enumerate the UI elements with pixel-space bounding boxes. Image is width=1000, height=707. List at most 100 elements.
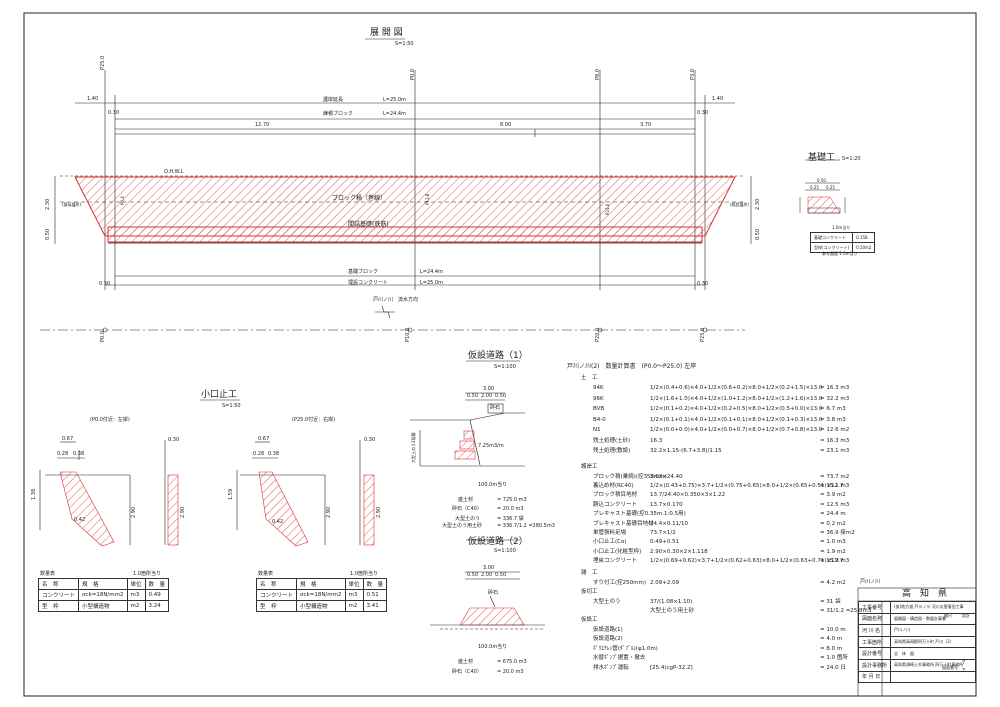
foundation-note: 参考図面 1.0m当り [822, 251, 858, 256]
quantity-formula: 2.09+2.09 [650, 579, 680, 586]
quantity-formula: 1/2×(0.1+0.2)×4.0+1/2×(0.2+0.5)×8.0+1/2×… [650, 406, 823, 412]
foundation-label: 間詰基礎(鉄筋) [348, 221, 389, 228]
quantity-result: = 23.1 m3 [820, 448, 850, 454]
quantity-item: 埋戻コンクリート [593, 558, 638, 565]
quantity-formula: 13.7×0.170 [650, 501, 683, 508]
vertical-label: P24.0 [605, 203, 610, 215]
quantity-formula: 32.2×1.15-(6.7+3.8)/1.15 [650, 448, 722, 454]
foundation-drawing [799, 159, 846, 214]
left-note: (擬似護岸) [62, 202, 82, 207]
small-wall-drawing [39, 399, 375, 547]
quantity-item: 残土処理(敷設) [593, 448, 631, 454]
temp-road1-item: 砕石（C40） [452, 506, 482, 512]
dim-right: 1.40 [712, 96, 724, 102]
station-label: P0.0 [410, 69, 416, 80]
quantity-item: 水替ﾎﾟﾝﾌﾟ据置・撤去 [593, 655, 646, 661]
foundation-hatch [107, 226, 703, 243]
quantity-item: 96K [593, 395, 604, 402]
quantity-item: 胴込コンクリート [593, 501, 638, 508]
quantity-item: B4-0 [593, 416, 606, 423]
dim: 0.42 [272, 519, 284, 525]
quantity-formula: 2.90×0.30×2×1.118 [650, 548, 708, 555]
quantity-result: = 3.8 m3 [820, 416, 846, 423]
elevation-scale: S=1:50 [395, 41, 414, 47]
quantity-result: = 24.0 日 [820, 664, 846, 671]
quantity-result: = 1.0 m3 [820, 539, 846, 546]
quantity-formula: 1/2×(0.43+0.75)×3.7+1/2×(0.75+0.65)×8.0+… [650, 482, 844, 489]
temp-road1-item-val: = 20.0 m3 [497, 506, 524, 512]
segment-label: 3.70 [640, 122, 652, 128]
dim: 0.28 [253, 451, 265, 457]
temp-road2-item: 砕石（C40） [452, 669, 482, 675]
dim: 2.90 [376, 506, 382, 518]
temp-road2-item: 盛土材 [458, 659, 474, 665]
qty-right-per: 1.0箇所当り [350, 571, 378, 577]
quantity-result: = 3.9 m2 [820, 492, 846, 499]
quantity-item: 仮設道路(1) [593, 626, 623, 633]
quantity-result: = 24.4 m [820, 511, 846, 518]
quantity-formula: 1/2×(0.0+0.0)×4.0+1/2×(0.0+0.7)×8.0+1/2×… [650, 427, 823, 433]
bottom-conc-label: 埋設コンクリート [348, 280, 389, 286]
quantity-formula: 1/2×(0.1+0.1)×4.0+1/2×(0.1+0.1)×8.0+1/2×… [650, 416, 823, 423]
quantity-formula: 13.7/24.40×0.350×3×1.22 [650, 492, 726, 499]
temp-road1-item-val: = 336.7 袋 [497, 516, 524, 522]
station-label: P25.0 [100, 55, 106, 70]
dim: 0.42 [74, 517, 86, 523]
bottom-block-value: L=24.4m [420, 269, 443, 275]
elevation-drawing [54, 38, 752, 290]
temp-road2-stone: 砕石 [488, 590, 499, 596]
quantity-formula: 1/2×(0.4+0.6)×4.0+1/2×(0.6+0.2)×8.0+1/2×… [650, 385, 823, 391]
small-wall-right-label: (P25.0付近：右岸) [292, 417, 336, 423]
foundation-scale: S=1:20 [842, 156, 861, 162]
quantity-result: = 73.7 m2 [820, 473, 850, 480]
title-block-sheet-no: 7 [962, 660, 966, 666]
quantity-result: = 36.9 掛m2 [820, 529, 855, 536]
dim: 0.28 [57, 451, 69, 457]
quantity-item: ブロック積(乗続)(控350mm) [593, 473, 667, 480]
quantity-item: ブロック積目地材 [593, 492, 638, 499]
quantity-item: ﾎﾟﾘｴﾁﾚﾝ管(ﾀﾞﾌﾞﾙ)(φ1.0m) [593, 645, 658, 652]
quantity-formula: 大型土のう用土砂 [650, 607, 695, 614]
temp-road2-per: 100.0m当り [478, 644, 508, 650]
station-label: P3.0 [690, 69, 696, 80]
height-right: 2.30 [755, 198, 761, 210]
height-right: 0.50 [755, 228, 761, 240]
block-length-label: 練積ブロック [323, 111, 354, 117]
quantity-formula: [25.4(cgP-32.2] [650, 664, 693, 671]
block-wall-hatch [74, 176, 736, 237]
temp-road2-scale: S=1:100 [494, 548, 516, 554]
temp-road1-dim: 2.00 [481, 393, 493, 399]
temp-road2-drawing [430, 539, 545, 630]
dim: 2.90 [131, 506, 137, 518]
dim: 0.38 [268, 451, 280, 457]
right-note: (既設護岸) [730, 202, 750, 207]
temp-road1-per: 100.0m当り [478, 482, 508, 488]
foundation-table-title: 1.0m当り [832, 225, 851, 230]
temp-road1-bag: 7.25m3/m [478, 443, 504, 449]
height-left: 0.50 [45, 228, 51, 240]
quantity-result: = 1.0 箇所 [820, 655, 848, 661]
temp-road1-item-val: = 725.0 m3 [497, 497, 527, 503]
quantity-item: 大型土のう [593, 598, 621, 605]
dim-left: 1.40 [87, 96, 99, 102]
dim: 2.90 [326, 506, 332, 518]
title-block-pref: 高 知 県 [902, 589, 948, 599]
quantity-item: 小口止工(化粧型枠) [593, 548, 642, 555]
quantity-formula: 0.49+0.51 [650, 539, 680, 546]
title-block-extra: 設計 [962, 613, 970, 618]
quantity-item: 裏込め材(RC40) [593, 482, 634, 489]
quantity-result: = 31 袋 [820, 598, 841, 605]
temp-road1-item: 盛土材 [458, 497, 474, 503]
total-length-label: 護岸延長 [323, 97, 344, 103]
quantity-item: N1 [593, 427, 601, 433]
block-length-value: L=24.4m [383, 111, 406, 117]
river-flow-label: 戸川ノ川 流水方向 [373, 297, 419, 303]
qty-right-caption: 数量表 [258, 571, 274, 577]
small-wall-scale: S=1:50 [222, 403, 241, 409]
temp-road1-side: 大型土のう3段積 [411, 432, 416, 463]
temp-road1-dim: 3.00 [483, 386, 495, 392]
quantity-title: 戸川ノ川(2) 数量計算書 (P0.0〜P25.0) 左岸 [567, 363, 697, 370]
quantity-formula: 73.7×1/2 [650, 529, 676, 536]
